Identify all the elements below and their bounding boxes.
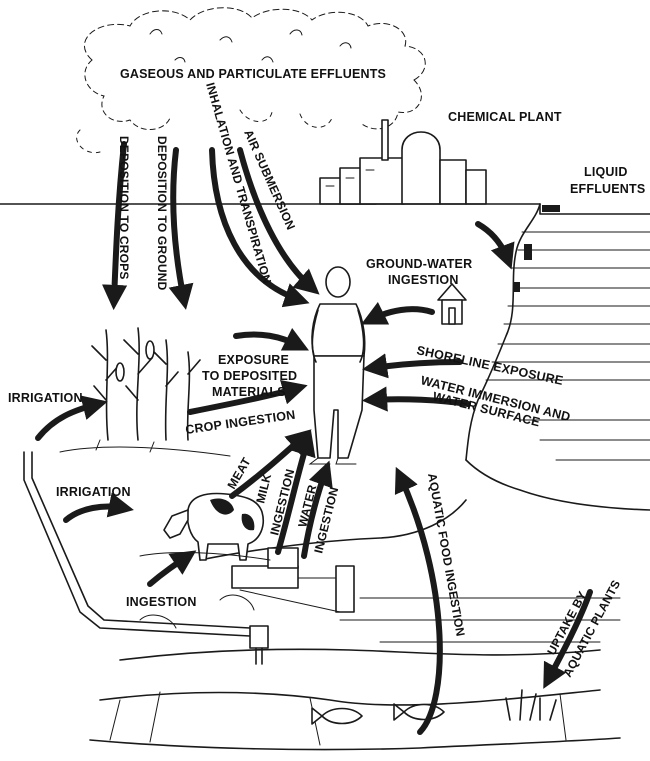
label-liquid: LIQUID [584, 165, 628, 179]
label-deposition-crops: DEPOSITION TO CROPS [117, 136, 131, 280]
label-irrigation-mid: IRRIGATION [56, 485, 131, 499]
label-to-deposited: TO DEPOSITED [202, 369, 297, 383]
chemical-plant-building [320, 120, 486, 204]
label-deposition-ground: DEPOSITION TO GROUND [155, 136, 169, 291]
arrow-groundwater [370, 309, 432, 320]
label-irrigation-top: IRRIGATION [8, 391, 83, 405]
label-chemical-plant: CHEMICAL PLANT [448, 110, 562, 124]
well-house-icon [438, 284, 466, 324]
arrow-liquid-effluents [478, 224, 508, 260]
arrow-ingestion [150, 556, 188, 584]
cow-icon [140, 494, 270, 560]
person-icon [310, 267, 365, 464]
label-groundwater-ingestion: INGESTION [388, 273, 459, 287]
arrow-irrigation-mid [66, 507, 124, 521]
label-ingestion: INGESTION [126, 595, 197, 609]
label-effluents: EFFLUENTS [570, 182, 645, 196]
corn-crops-icon [60, 328, 230, 456]
label-aquatic-food: AQUATIC FOOD INGESTION [425, 472, 468, 637]
label-gaseous-effluents: GASEOUS AND PARTICULATE EFFLUENTS [120, 67, 386, 81]
label-materials: MATERIALS [212, 385, 286, 399]
arrow-irrigation-top [38, 404, 98, 438]
cliff-shoreline [466, 204, 650, 510]
arrow-exposure-deposited [236, 334, 300, 346]
arrow-deposition-ground [173, 150, 184, 300]
label-groundwater: GROUND-WATER [366, 257, 472, 271]
label-exposure: EXPOSURE [218, 353, 289, 367]
